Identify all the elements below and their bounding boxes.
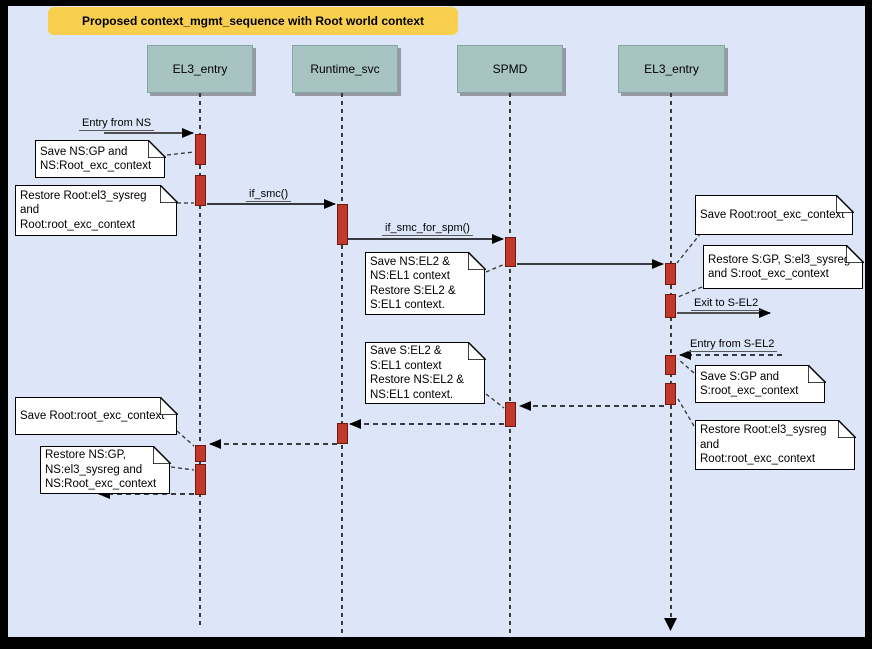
note-fold-icon xyxy=(147,139,166,158)
actor-el3-entry-right: EL3_entry xyxy=(618,45,725,93)
note-save-s-gp: Save S:GP and S:root_exc_context xyxy=(695,364,826,403)
actor-spmd: SPMD xyxy=(457,45,563,93)
message-label-if-smc-for-spm: if_smc_for_spm() xyxy=(382,222,473,236)
note-save-s-el2: Save S:EL2 & S:EL1 context Restore NS:EL… xyxy=(365,341,486,404)
note-fold-icon xyxy=(845,244,864,263)
note-fold-icon xyxy=(152,445,171,464)
actor-label: EL3_entry xyxy=(644,62,699,76)
activation-runtime-1 xyxy=(337,204,348,245)
actor-label: EL3_entry xyxy=(172,62,228,76)
note-fold-icon xyxy=(159,184,178,203)
note-fold-icon xyxy=(835,194,854,213)
lifeline-spmd xyxy=(509,93,511,633)
activation-el3l-1 xyxy=(195,134,206,165)
activation-el3r-1 xyxy=(665,263,676,285)
note-restore-s-gp: Restore S:GP, S:el3_sysreg and S:root_ex… xyxy=(703,244,864,289)
actor-el3-entry-left: EL3_entry xyxy=(147,45,253,93)
activation-runtime-2 xyxy=(337,423,348,444)
note-save-root-exc-left: Save Root:root_exc_context xyxy=(15,396,178,435)
note-restore-root-el3-right: Restore Root:el3_sysreg and Root:root_ex… xyxy=(695,419,856,470)
note-restore-ns-gp: Restore NS:GP, NS:el3_sysreg and NS:Root… xyxy=(40,445,171,494)
activation-spmd-1 xyxy=(505,237,516,267)
activation-el3l-4 xyxy=(195,464,206,495)
diagram-canvas xyxy=(8,6,865,637)
message-label-entry-from-ns: Entry from NS xyxy=(79,117,155,131)
actor-label: SPMD xyxy=(492,62,528,76)
activation-el3r-4 xyxy=(665,383,676,405)
note-restore-root-el3: Restore Root:el3_sysreg and Root:root_ex… xyxy=(15,184,178,236)
message-label-entry-from-s-el2: Entry from S-EL2 xyxy=(687,338,778,352)
message-label-exit-to-s-el2: Exit to S-EL2 xyxy=(691,297,762,311)
note-save-ns-el2: Save NS:EL2 & NS:EL1 context Restore S:E… xyxy=(365,251,486,315)
note-fold-icon xyxy=(467,341,486,360)
activation-el3l-3 xyxy=(195,445,206,462)
note-fold-icon xyxy=(807,364,826,383)
activation-el3r-2 xyxy=(665,294,676,318)
message-label-if-smc: if_smc() xyxy=(246,188,292,202)
activation-el3l-2 xyxy=(195,175,206,206)
activation-spmd-2 xyxy=(505,402,516,427)
note-save-ns-gp: Save NS:GP and NS:Root_exc_context xyxy=(35,139,166,178)
lifeline-runtime-svc xyxy=(341,93,343,633)
lifeline-el3-entry-left xyxy=(199,93,201,628)
activation-el3r-3 xyxy=(665,355,676,375)
diagram-title: Proposed context_mgmt_sequence with Root… xyxy=(48,7,458,35)
note-save-root-exc-right: Save Root:root_exc_context xyxy=(695,194,854,235)
actor-runtime-svc: Runtime_svc xyxy=(292,45,398,93)
note-fold-icon xyxy=(467,251,486,270)
actor-label: Runtime_svc xyxy=(310,62,380,76)
note-fold-icon xyxy=(159,396,178,415)
note-fold-icon xyxy=(837,419,856,438)
